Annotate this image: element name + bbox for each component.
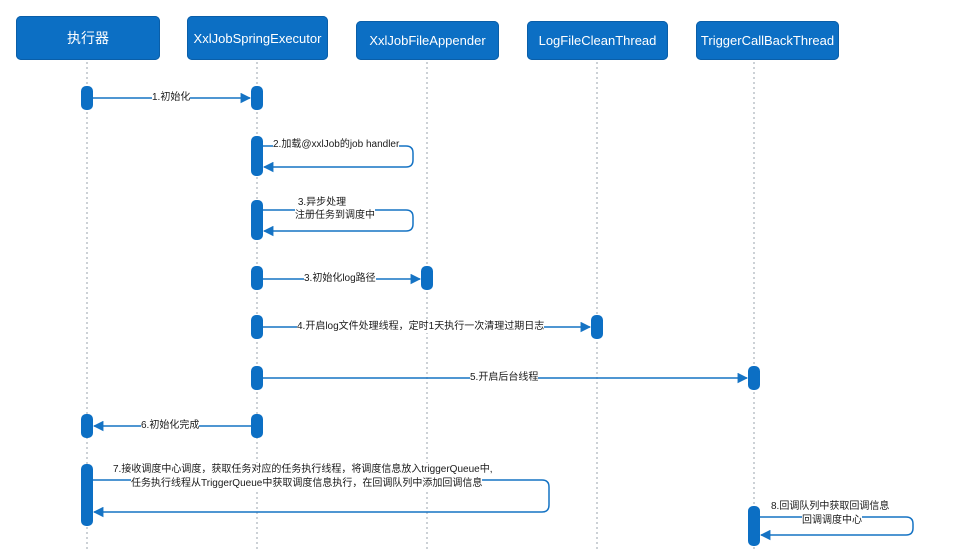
participant-executor: 执行器 xyxy=(16,16,160,60)
activation-spring-2 xyxy=(251,136,263,176)
activation-callback-1 xyxy=(748,366,760,390)
participant-spring-executor: XxlJobSpringExecutor xyxy=(187,16,328,60)
activation-appender-1 xyxy=(421,266,433,290)
arrow-m3 xyxy=(262,209,414,237)
participant-file-appender: XxlJobFileAppender xyxy=(356,21,499,60)
arrow-m7 xyxy=(92,479,550,518)
message-label-m4: 4.开启log文件处理线程，定时1天执行一次清理过期日志 xyxy=(297,320,545,333)
message-label-m2: 2.加载@xxlJob的job handler xyxy=(273,138,400,151)
activation-executor-1 xyxy=(81,86,93,110)
activation-spring-6 xyxy=(251,366,263,390)
message-label-m1: 1.初始化 xyxy=(152,91,191,104)
activation-spring-4 xyxy=(251,266,263,290)
activation-spring-1 xyxy=(251,86,263,110)
activation-spring-5 xyxy=(251,315,263,339)
message-label-m8a: 8.回调队列中获取回调信息 xyxy=(771,500,890,513)
activation-spring-3 xyxy=(251,200,263,240)
message-label-m7a: 7.接收调度中心调度，获取任务对应的任务执行线程，将调度信息放入triggerQ… xyxy=(113,463,493,476)
message-label-m8b: 回调调度中心 xyxy=(802,514,862,527)
arrow-m8 xyxy=(759,516,914,541)
activation-spring-7 xyxy=(251,414,263,438)
message-label-m3a: 3.异步处理 xyxy=(297,197,347,208)
message-label-m6: 6.初始化完成 xyxy=(141,419,200,432)
message-label-m7b: 任务执行线程从TriggerQueue中获取调度信息执行，在回调队列中添加回调信… xyxy=(131,477,483,490)
activation-executor-2 xyxy=(81,414,93,438)
message-label-m3c: 3.初始化log路径 xyxy=(304,272,376,285)
message-label-m3b: 注册任务到调度中 xyxy=(295,209,375,222)
activation-executor-3 xyxy=(81,464,93,526)
participant-trigger-callback-thread: TriggerCallBackThread xyxy=(696,21,839,60)
participant-log-clean-thread: LogFileCleanThread xyxy=(527,21,668,60)
activation-logclean-1 xyxy=(591,315,603,339)
arrow-m2 xyxy=(262,145,414,173)
activation-callback-2 xyxy=(748,506,760,546)
message-label-m5: 5.开启后台线程 xyxy=(470,371,539,384)
